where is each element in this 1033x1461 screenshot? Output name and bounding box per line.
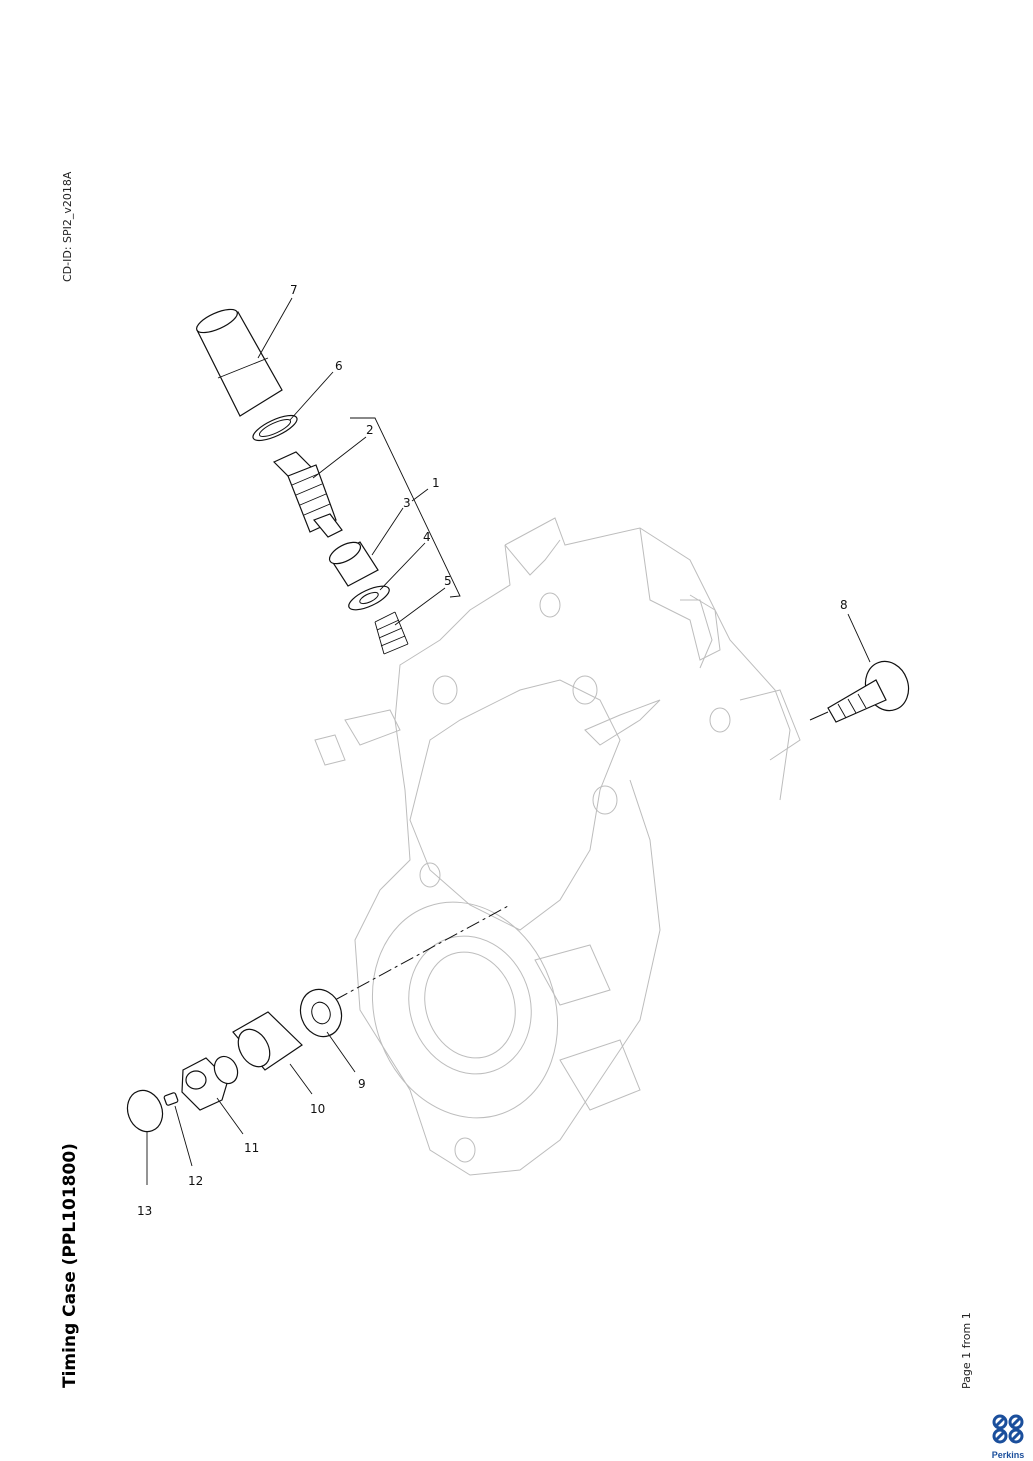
callout-4: 4	[423, 530, 431, 544]
callout-10: 10	[310, 1102, 325, 1116]
callout-labels: 7 6 2 1 3 4 5 8 9 10 11 12 13	[137, 283, 848, 1218]
assembly-axis-line	[334, 904, 511, 1001]
callout-12: 12	[188, 1174, 203, 1188]
callout-6: 6	[335, 359, 343, 373]
part-3-nut	[328, 541, 379, 587]
timing-case-housing	[314, 517, 801, 1176]
part-12-small-pin	[163, 1092, 179, 1106]
callout-13: 13	[137, 1204, 152, 1218]
assembly-bracket	[350, 417, 461, 598]
leader-lines	[146, 297, 871, 1185]
part-8-bolt	[827, 660, 910, 723]
part-10-collar	[232, 1011, 303, 1071]
part-13-plug	[126, 1089, 164, 1133]
callout-1: 1	[432, 476, 440, 490]
part-11-adjuster-nut	[181, 1055, 239, 1111]
part-2-threaded-pin	[272, 451, 343, 538]
callout-3: 3	[403, 496, 411, 510]
callout-9: 9	[358, 1077, 366, 1091]
perkins-logo: Perkins	[988, 1413, 1028, 1460]
callout-8: 8	[840, 598, 848, 612]
part-5-spring	[374, 611, 409, 655]
bolt-axis-line	[809, 711, 829, 721]
callout-11: 11	[244, 1141, 259, 1155]
part-6-circlip	[252, 414, 298, 442]
part-7-cap	[196, 308, 283, 417]
part-9-washer	[299, 988, 343, 1038]
part-4-washer	[348, 585, 390, 611]
perkins-logo-text: Perkins	[991, 1450, 1025, 1460]
callout-7: 7	[290, 283, 298, 297]
perkins-logo-mark	[992, 1414, 1024, 1444]
callout-5: 5	[444, 574, 452, 588]
callout-2: 2	[366, 423, 374, 437]
